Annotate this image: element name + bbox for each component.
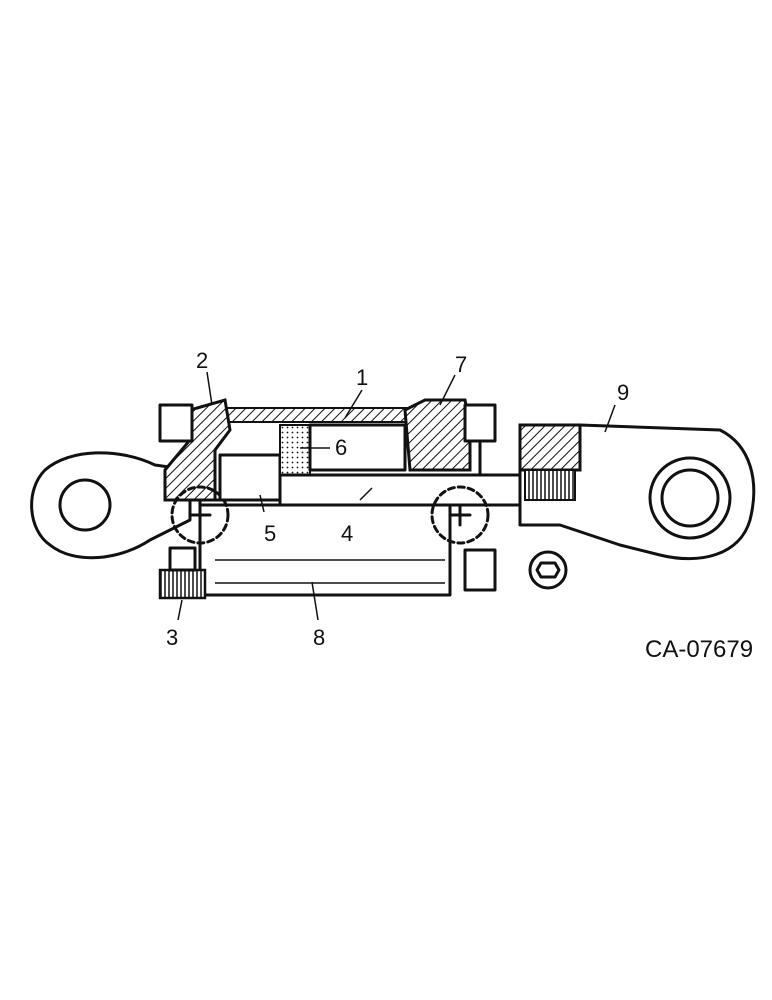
callout-labels: 1 2 3 4 5 6 7 8 9 [166, 348, 629, 650]
callout-8: 8 [313, 625, 325, 650]
left-clevis-eye [30, 451, 192, 560]
callout-5: 5 [264, 521, 276, 546]
callout-2: 2 [196, 348, 208, 373]
knurled-nut [158, 546, 207, 600]
callout-9: 9 [617, 380, 629, 405]
callout-6: 6 [335, 435, 347, 460]
rod-clevis [518, 423, 756, 590]
callout-1: 1 [356, 365, 368, 390]
figure-code: CA-07679 [645, 636, 753, 663]
left-end-cap [158, 398, 232, 545]
piston-rod [278, 473, 532, 545]
lower-tube [198, 498, 452, 597]
leader-lines [177, 371, 616, 621]
right-end-cap [403, 398, 497, 592]
callout-3: 3 [166, 625, 178, 650]
callout-7: 7 [455, 352, 467, 377]
callout-4: 4 [341, 521, 353, 546]
